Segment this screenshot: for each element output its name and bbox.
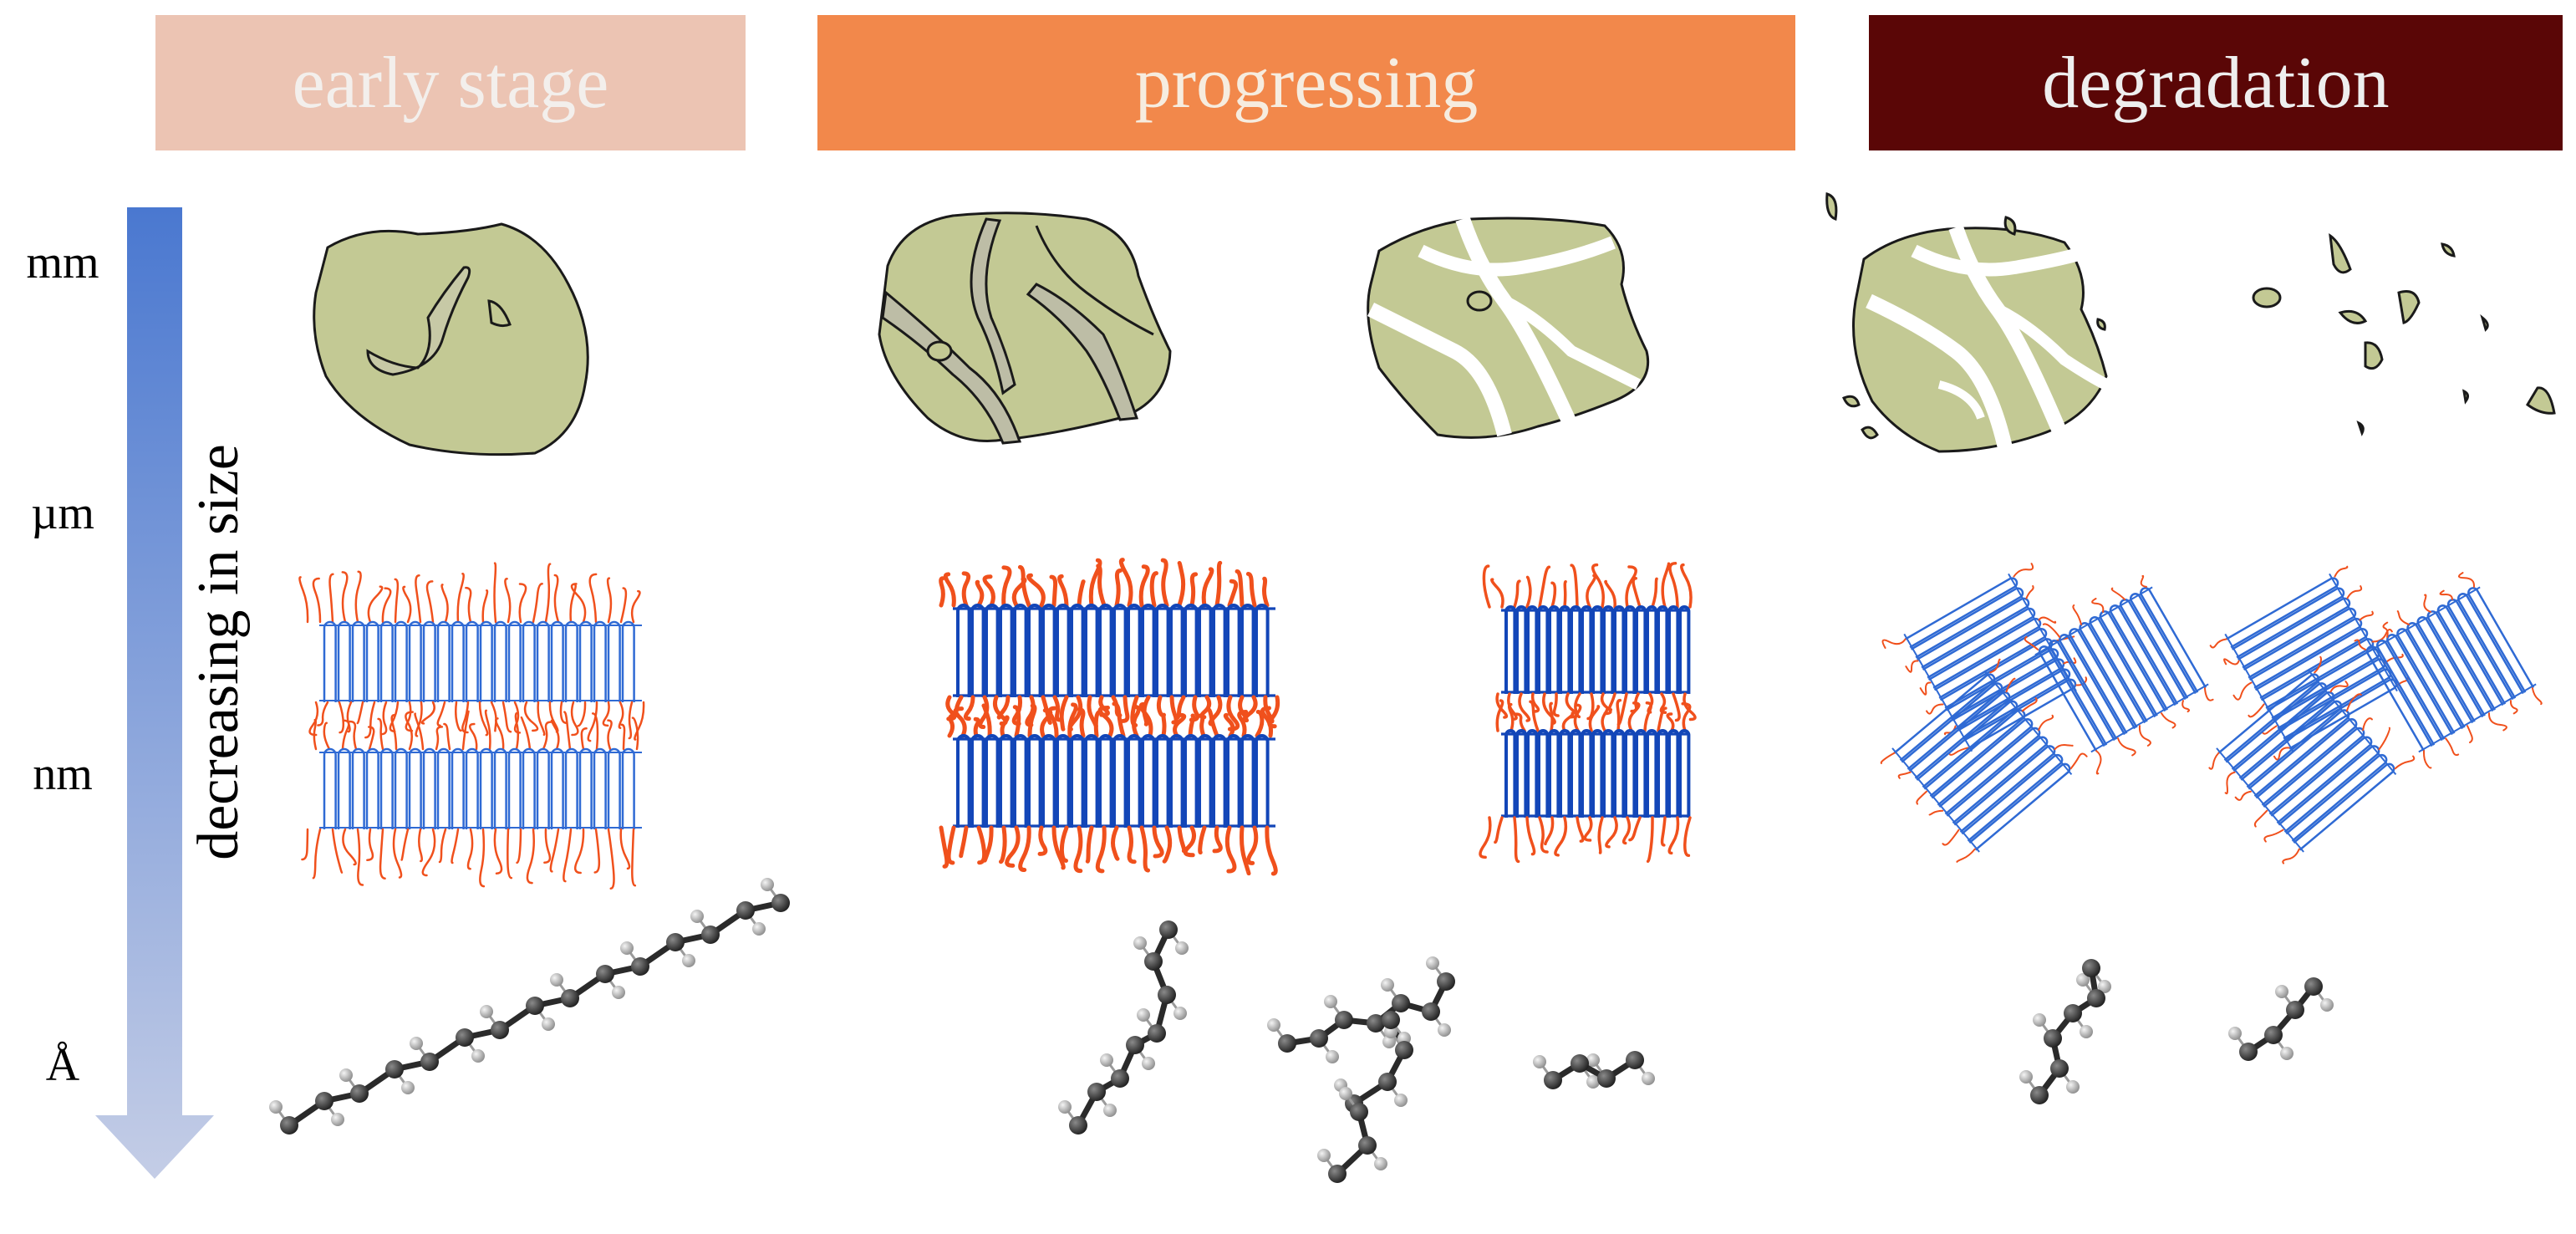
molecule-chain-b [1267,956,1455,1063]
lamella-stack-progressing-small [1479,561,1697,864]
lamella-tilted-2 [2024,574,2214,775]
scale-label-um: µm [31,487,94,539]
molecules-layer [269,878,2334,1183]
lamellae-layer [298,558,2543,890]
scale-label-angstrom: Å [45,1039,80,1091]
particle-fragmented [1825,192,2110,453]
lamella-tilted-6 [2208,655,2416,864]
lamella-stack-progressing-large [939,558,1280,876]
lamella-tilted-5 [2354,572,2543,769]
size-arrow [95,207,214,1179]
particle-debris [2252,232,2556,436]
scale-label-mm: mm [26,237,99,288]
particle-intact [313,222,589,456]
stage-label-early: early stage [292,42,609,124]
lamella-tilted-1 [1881,563,2088,756]
stage-label-degradation: degradation [2042,42,2390,124]
stage-header-degradation: degradation [1869,15,2563,150]
particle-fragmenting [1367,217,1650,439]
lamella-tilted-3 [1880,658,2088,863]
stage-label-progressing: progressing [1134,42,1479,124]
molecule-chain-a [1058,920,1189,1135]
molecule-chain-d [1317,1087,1387,1183]
lamella-stack-early [298,562,645,890]
axis-label: decreasing in size [186,444,251,860]
stage-header-early: early stage [155,15,746,150]
stage-header-progressing: progressing [817,15,1795,150]
molecule-long-chain [269,878,790,1135]
molecule-deg-1 [2019,959,2111,1104]
particle-cracking [878,212,1172,445]
molecule-short-1 [1533,1051,1655,1089]
molecule-deg-2 [2228,977,2334,1061]
molecule-chain-c [1334,1011,1413,1113]
scale-label-nm: nm [33,748,93,800]
